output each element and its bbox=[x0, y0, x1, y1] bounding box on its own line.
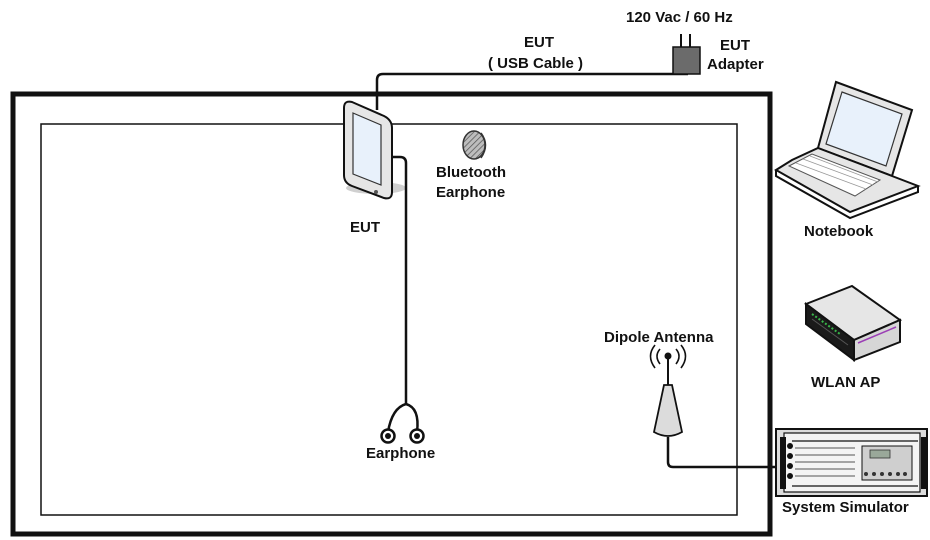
usb-cable-subtitle: ( USB Cable ) bbox=[488, 55, 584, 72]
adapter-icon bbox=[672, 34, 701, 75]
usb-cable-title: EUT bbox=[524, 34, 554, 51]
adapter-title: EUT bbox=[720, 37, 750, 54]
dipole-antenna-label: Dipole Antenna bbox=[604, 329, 714, 346]
notebook-icon bbox=[774, 80, 921, 220]
usb-cable bbox=[375, 72, 688, 110]
bluetooth-earphone-label-line2: Earphone bbox=[436, 184, 506, 201]
dipole-antenna-icon bbox=[649, 344, 687, 437]
notebook-label: Notebook bbox=[804, 223, 874, 240]
bluetooth-earphone-label-line1: Bluetooth bbox=[436, 164, 506, 181]
wlan-ap-icon bbox=[803, 284, 903, 362]
earphone-label: Earphone bbox=[366, 445, 436, 462]
rf-cable bbox=[666, 437, 790, 469]
adapter-subtitle: Adapter bbox=[707, 56, 764, 73]
tablet-icon bbox=[343, 100, 406, 200]
bluetooth-earphone-icon bbox=[462, 130, 487, 160]
power-supply-label: 120 Vac / 60 Hz bbox=[626, 9, 733, 26]
earphone-cable bbox=[391, 155, 408, 404]
wlan-ap-label: WLAN AP bbox=[811, 374, 881, 391]
earphone-icon bbox=[380, 428, 425, 444]
eut-label: EUT bbox=[350, 219, 380, 236]
earphone-split bbox=[386, 402, 419, 433]
system-simulator-label: System Simulator bbox=[782, 499, 909, 516]
system-simulator-icon bbox=[775, 428, 928, 497]
